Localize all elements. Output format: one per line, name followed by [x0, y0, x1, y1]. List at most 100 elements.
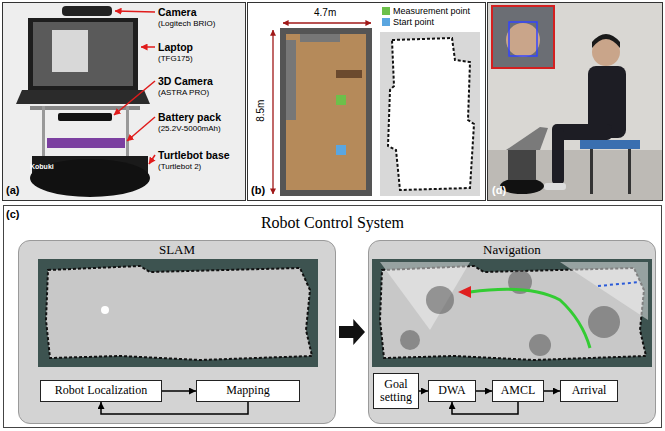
part-label: (25.2V-5000mAh) — [158, 124, 221, 133]
floor — [488, 150, 662, 200]
battery-pack — [47, 138, 125, 148]
chair-seat — [580, 140, 640, 149]
leader-line — [149, 155, 155, 164]
leader-line — [127, 117, 155, 141]
robot-pose — [458, 286, 471, 298]
process-box: DWA — [428, 380, 476, 402]
box-text: Arrival — [572, 384, 607, 397]
part-label: (Turtlebot 2) — [158, 162, 201, 171]
part-label: 4.7m — [314, 7, 336, 19]
sensor-cone — [380, 262, 470, 330]
part-label: Turtlebot base — [158, 149, 230, 161]
cost-area — [426, 286, 454, 314]
connector-arrow — [452, 402, 518, 414]
box-text: AMCL — [501, 384, 536, 397]
dimension-line — [283, 22, 371, 23]
cost-area — [400, 330, 420, 350]
connector-arrow — [544, 390, 560, 392]
panel-letter: (c) — [6, 208, 19, 221]
shin — [552, 128, 564, 184]
cost-area — [529, 334, 551, 356]
map-ground — [38, 259, 318, 367]
legend-swatch — [382, 18, 390, 26]
map-ground — [380, 32, 480, 196]
screen-content — [33, 22, 133, 86]
process-box: Mapping — [196, 380, 300, 402]
webcam — [62, 6, 112, 16]
part-label: 8.5m — [255, 100, 267, 122]
connector-arrow — [419, 390, 428, 392]
screen-map — [52, 30, 88, 72]
robot-marker — [101, 306, 109, 314]
panel-frame — [488, 3, 663, 201]
robot-base — [500, 178, 544, 194]
connector-arrow — [162, 390, 196, 392]
leader-line — [115, 11, 155, 12]
legend-swatch — [382, 7, 390, 15]
hair — [592, 34, 620, 48]
part-label: (ASTRA PRO) — [158, 88, 209, 97]
counter — [300, 34, 340, 42]
legend-row: Measurement point — [382, 6, 470, 16]
occupancy-map — [388, 38, 474, 190]
process-box: AMCL — [492, 380, 544, 402]
start-point — [336, 145, 346, 155]
table — [336, 70, 362, 78]
laptop — [506, 127, 548, 150]
face — [506, 23, 540, 57]
floor — [286, 34, 366, 190]
part-label: Kobuki — [30, 163, 54, 171]
box-text: Goal setting — [377, 378, 415, 404]
laptop-screen — [28, 18, 138, 90]
legend-row: Start point — [382, 17, 434, 27]
box-text: DWA — [438, 384, 465, 397]
counter — [286, 40, 296, 120]
process-box: Goal setting — [373, 373, 419, 409]
panel-heading: Robot Control System — [261, 214, 404, 232]
legend-text: Measurement point — [393, 6, 470, 16]
part-label: (TFG175) — [158, 54, 193, 63]
robot-body — [508, 150, 536, 180]
robot-base — [30, 159, 150, 197]
process-box: Arrival — [560, 380, 618, 402]
part-label: Battery pack — [158, 111, 221, 123]
wall — [488, 3, 662, 150]
panel-letter: (a) — [6, 184, 19, 197]
leader-line — [114, 81, 155, 115]
robot-pole — [126, 106, 129, 156]
planned-path — [470, 289, 590, 348]
part-label: Camera — [158, 6, 197, 18]
shoe — [544, 183, 566, 190]
map-ground — [372, 259, 652, 367]
panel-frame — [3, 3, 246, 201]
floor-plan — [280, 28, 372, 196]
chair-leg — [590, 149, 593, 194]
panel-letter: (d) — [492, 184, 506, 197]
robot-pole — [42, 106, 45, 156]
face-box — [509, 22, 537, 56]
panel-heading: SLAM — [159, 242, 195, 258]
dimension-line — [272, 30, 273, 194]
measurement-point — [336, 95, 346, 105]
slam-map — [46, 266, 312, 360]
leader-line — [141, 46, 155, 48]
panel-frame — [248, 3, 486, 201]
laser-points — [598, 282, 640, 286]
box-text: Robot Localization — [55, 384, 147, 397]
part-label: 3D Camera — [158, 75, 213, 87]
flow-arrow — [339, 319, 365, 345]
depth-camera — [58, 113, 112, 121]
face-inset — [492, 6, 554, 68]
panel-letter: (b) — [251, 184, 265, 197]
photo-ground — [3, 3, 245, 200]
chair-leg — [628, 149, 631, 194]
process-box: Robot Localization — [40, 380, 162, 402]
cost-area — [588, 306, 620, 338]
box-text: Mapping — [226, 384, 269, 397]
connector-arrow — [476, 390, 492, 392]
panel-heading: Navigation — [483, 242, 541, 258]
legend-text: Start point — [393, 17, 434, 27]
part-label: (Logitech BRIO) — [158, 19, 215, 28]
part-label: Laptop — [158, 41, 193, 53]
connector-arrow — [101, 402, 248, 414]
